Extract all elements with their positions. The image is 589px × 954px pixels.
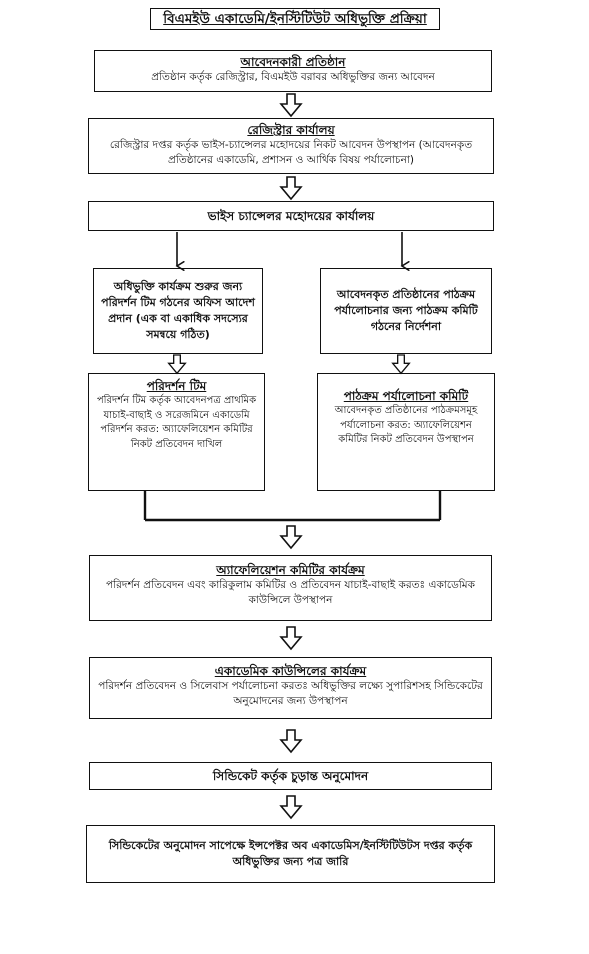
step-vc-office-title: ভাইস চ্যান্সেলর মহোদয়ের কার্যালয় xyxy=(207,209,375,223)
arrow-curriculum-order-to-committee xyxy=(391,354,411,375)
step-applicant-text: প্রতিষ্ঠান কর্তৃক রেজিস্ট্রার, বিএমইউ বর… xyxy=(151,71,435,83)
arrow-inspection-order-to-team xyxy=(167,354,187,375)
step-curriculum-order-text: আবেদনকৃত প্রতিষ্ঠানের পাঠক্রম পর্যালোচনা… xyxy=(334,288,478,333)
step-inspection-team-text: পরিদর্শন টিম কর্তৃক আবেদনপত্র প্রাথমিক য… xyxy=(96,395,257,450)
step-curriculum-committee-title: পাঠক্রম পর্যালোচনা কমিটি xyxy=(343,389,469,403)
step-registrar-box: রেজিস্ট্রার কার্যালয় রেজিস্ট্রার দপ্তর … xyxy=(88,118,494,174)
step-curriculum-committee-text: আবেদনকৃত প্রতিষ্ঠানের পাঠক্রমসমূহ পর্যাল… xyxy=(334,405,478,445)
step-academic-council-text: পরিদর্শন প্রতিবেদন ও সিলেবাস পর্যালোচনা … xyxy=(98,680,483,707)
step-syndicate-box: সিন্ডিকেট কর্তৃক চুড়ান্ত অনুমোদন xyxy=(89,762,492,790)
arrow-merge-to-affiliation xyxy=(279,524,303,550)
step-inspection-order-box: অধিভুক্তি কার্যক্রম শুরুর জন্য পরিদর্শন … xyxy=(93,268,263,354)
step-curriculum-committee-box: পাঠক্রম পর্যালোচনা কমিটি আবেদনকৃত প্রতিষ… xyxy=(317,373,495,491)
page-title: বিএমইউ একাডেমি/ইনস্টিটিউট অধিভুক্তি প্রক… xyxy=(150,8,440,30)
arrow-applicant-to-registrar xyxy=(280,93,302,117)
step-inspection-team-box: পরিদর্শন টিম পরিদর্শন টিম কর্তৃক আবেদনপত… xyxy=(88,373,265,491)
step-syndicate-title: সিন্ডিকেট কর্তৃক চুড়ান্ত অনুমোদন xyxy=(212,769,369,783)
arrow-council-to-syndicate xyxy=(279,728,303,754)
step-vc-office-box: ভাইস চ্যান্সেলর মহোদয়ের কার্যালয় xyxy=(88,201,494,231)
step-academic-council-title: একাডেমিক কাউন্সিলের কার্যক্রম xyxy=(214,664,367,678)
step-applicant-title: আবেদনকারী প্রতিষ্ঠান xyxy=(240,55,346,69)
step-registrar-title: রেজিস্ট্রার কার্যালয় xyxy=(247,123,335,137)
step-curriculum-order-box: আবেদনকৃত প্রতিষ্ঠানের পাঠক্রম পর্যালোচনা… xyxy=(320,268,492,354)
step-applicant-box: আবেদনকারী প্রতিষ্ঠান প্রতিষ্ঠান কর্তৃক র… xyxy=(94,50,492,92)
merge-connector xyxy=(143,491,442,522)
step-registrar-text: রেজিস্ট্রার দপ্তর কর্তৃক ভাইস-চ্যান্সেলর… xyxy=(109,139,473,166)
step-inspection-team-title: পরিদর্শন টিম xyxy=(146,379,207,393)
step-affiliation-committee-title: অ্যাফেলিয়েশন কমিটির কার্যক্রম xyxy=(216,563,365,577)
step-inspection-order-text: অধিভুক্তি কার্যক্রম শুরুর জন্য পরিদর্শন … xyxy=(101,280,255,341)
arrow-syndicate-to-letter xyxy=(280,795,302,819)
step-academic-council-box: একাডেমিক কাউন্সিলের কার্যক্রম পরিদর্শন প… xyxy=(89,657,492,719)
arrow-affiliation-to-council xyxy=(279,625,303,651)
step-affiliation-committee-text: পরিদর্শন প্রতিবেদন এবং কারিকুলাম কমিটির … xyxy=(106,579,475,606)
arrow-registrar-to-vc xyxy=(280,176,302,200)
step-affiliation-committee-box: অ্যাফেলিয়েশন কমিটির কার্যক্রম পরিদর্শন … xyxy=(89,555,492,621)
step-final-letter-box: সিন্ডিকেটের অনুমোদন সাপেক্ষে ইন্সপেক্টর … xyxy=(86,825,495,883)
split-connector xyxy=(177,232,402,266)
step-final-letter-text: সিন্ডিকেটের অনুমোদন সাপেক্ষে ইন্সপেক্টর … xyxy=(108,839,473,868)
